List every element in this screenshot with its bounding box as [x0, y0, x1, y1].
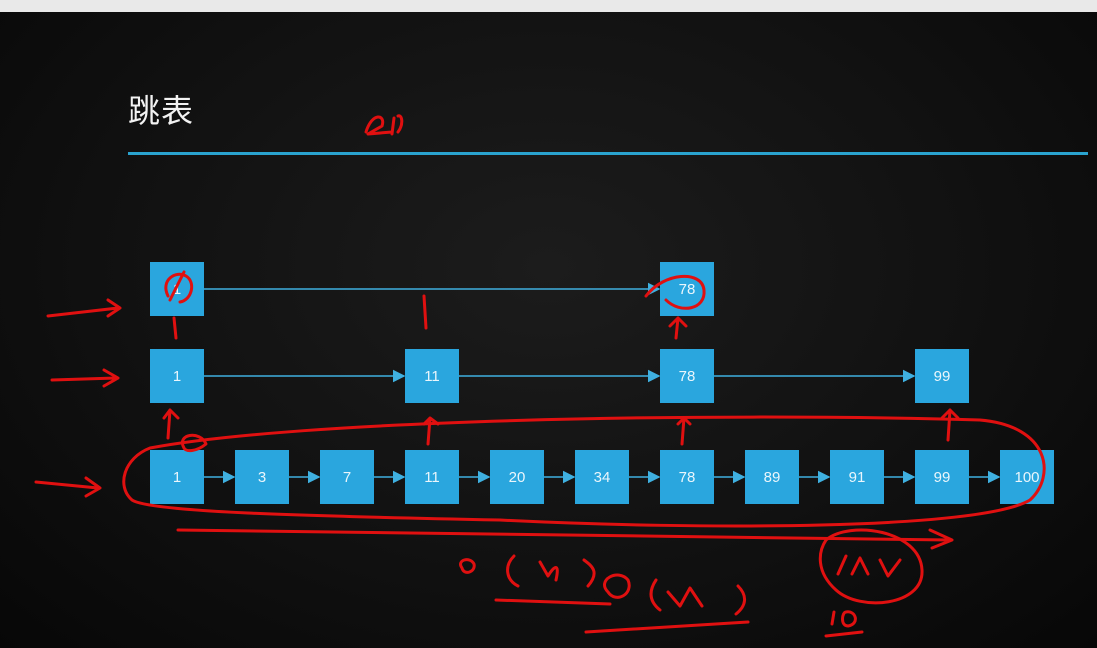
- ink-arrow-level2: [46, 298, 122, 318]
- level-1-node: 1: [150, 349, 204, 403]
- node-box: [150, 349, 204, 403]
- level-0-node: 1: [150, 450, 204, 504]
- level-1-node: 11: [405, 349, 459, 403]
- ink-fc: [180, 433, 208, 453]
- node-value: 20: [509, 469, 526, 486]
- node-value: 11: [424, 368, 440, 385]
- level-1-node: 78: [660, 349, 714, 403]
- node-box: [830, 450, 884, 504]
- links-layer: [204, 282, 1001, 484]
- node-value: 100: [1014, 469, 1039, 486]
- node-value: 99: [934, 368, 951, 385]
- node-box: [915, 349, 969, 403]
- ink-ellipse-level0: [122, 415, 1046, 528]
- title-underline: [128, 152, 1088, 155]
- ink-mark-top: [364, 114, 404, 136]
- ink-ten: [824, 610, 864, 638]
- level-0-node: 99: [915, 450, 969, 504]
- level-0-node: 91: [830, 450, 884, 504]
- node-value: 34: [594, 469, 611, 486]
- node-value: 1: [173, 281, 181, 298]
- ink-arrow-level0: [34, 476, 102, 498]
- level-0-node: 11: [405, 450, 459, 504]
- node-value: 91: [849, 469, 866, 486]
- slide-title: 跳表: [128, 92, 195, 130]
- ink-underline-2: [494, 598, 750, 634]
- window-top-strip: [0, 0, 1097, 12]
- node-value: 7: [343, 469, 351, 486]
- node-box: [235, 450, 289, 504]
- ink-annotations: [34, 114, 1046, 638]
- node-value: 78: [679, 281, 696, 298]
- ink-circle-node78: [644, 275, 706, 310]
- ink-arrow-level1: [50, 368, 120, 388]
- node-value: 89: [764, 469, 781, 486]
- ink-up-78: [668, 316, 688, 340]
- node-box: [405, 450, 459, 504]
- ink-underline: [176, 528, 954, 550]
- ink-olog: [459, 554, 596, 588]
- node-value: 99: [934, 469, 951, 486]
- ink-tick-mid: [422, 294, 428, 330]
- node-box: [320, 450, 374, 504]
- node-box: [405, 349, 459, 403]
- ink-circle-node1: [164, 270, 194, 304]
- ink-up-1: [172, 316, 178, 340]
- node-box: [660, 349, 714, 403]
- level-0-node: 7: [320, 450, 374, 504]
- node-box: [660, 450, 714, 504]
- level-0-node: 20: [490, 450, 544, 504]
- node-value: 3: [258, 469, 266, 486]
- level-1-node: 99: [915, 349, 969, 403]
- ink-up-78b: [676, 416, 692, 446]
- node-value: 78: [679, 368, 696, 385]
- node-box: [745, 450, 799, 504]
- level-0-node: 34: [575, 450, 629, 504]
- node-value: 78: [679, 469, 696, 486]
- node-box: [1000, 450, 1054, 504]
- chalkboard-background: [0, 12, 1097, 648]
- ink-up-99: [940, 408, 960, 442]
- node-value: 1: [173, 469, 181, 486]
- node-box: [150, 450, 204, 504]
- node-box: [575, 450, 629, 504]
- level-0-node: 100: [1000, 450, 1054, 504]
- level-0-node: 89: [745, 450, 799, 504]
- level-0-node: 3: [235, 450, 289, 504]
- node-value: 1: [173, 368, 181, 385]
- ink-up-a: [162, 408, 180, 440]
- level-0-node: 78: [660, 450, 714, 504]
- ink-on: [603, 573, 746, 616]
- node-box: [915, 450, 969, 504]
- ink-circle-count: [818, 528, 924, 605]
- node-value: 11: [424, 469, 440, 486]
- node-box: [490, 450, 544, 504]
